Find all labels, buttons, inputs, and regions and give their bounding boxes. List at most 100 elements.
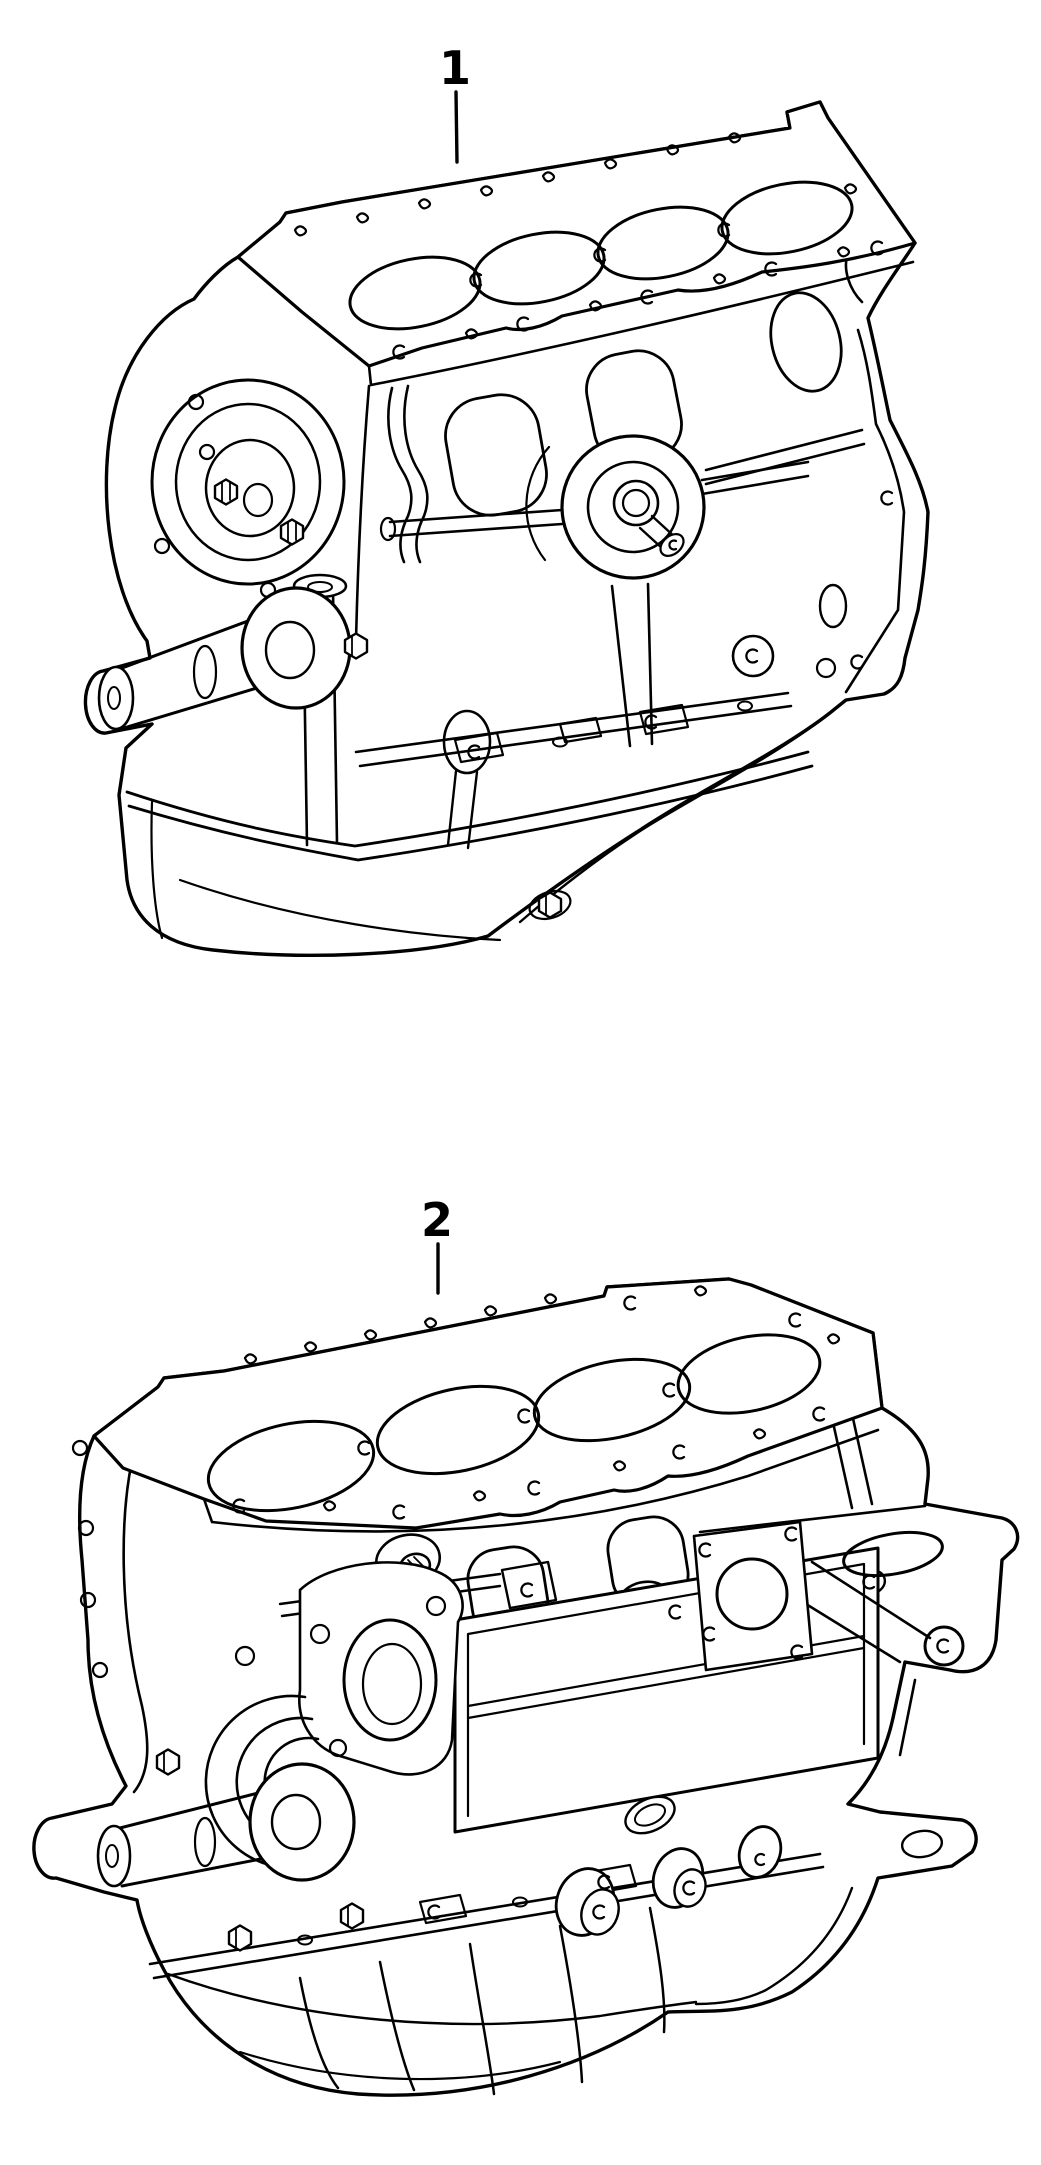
left-face-bolt-holes bbox=[71, 1439, 158, 1679]
engine-2-oil-pan bbox=[166, 1886, 854, 2096]
callout-1-group: 1 bbox=[439, 41, 471, 164]
cylinder-bore bbox=[348, 255, 482, 331]
bracket-sub-plate bbox=[692, 1520, 814, 1672]
hex-bolt-facets bbox=[163, 1752, 349, 1948]
seal-flange-bore bbox=[242, 482, 274, 518]
leader-line-1 bbox=[454, 90, 459, 164]
crank-tip-bore bbox=[105, 1844, 119, 1868]
engine-1-cylinder-bores bbox=[348, 180, 854, 331]
pump-hub-inner bbox=[621, 488, 651, 518]
pan-lip bbox=[166, 1972, 698, 2026]
engine-2-pan-rail bbox=[148, 1795, 825, 1980]
part-callout-2[interactable]: 2 bbox=[421, 1193, 453, 1247]
dipstick-tube bbox=[446, 769, 479, 850]
upper-support-bar bbox=[388, 460, 810, 538]
bracket-plate-hole bbox=[715, 1557, 789, 1631]
rail-boss-1-end bbox=[580, 1888, 620, 1936]
pan-left-line bbox=[150, 800, 164, 940]
seal-flange-inner-ring bbox=[204, 438, 296, 538]
carrier-bolt-holes bbox=[234, 1595, 447, 1758]
hex-bolt-facets bbox=[221, 481, 547, 915]
cylinder-bore bbox=[532, 1357, 692, 1443]
crank-tip-face bbox=[96, 1824, 132, 1888]
engine-2-deck bbox=[92, 1277, 884, 1530]
mount-arm-curved bbox=[387, 384, 429, 564]
web-window-right-oval bbox=[769, 291, 843, 393]
pump-surround-arc bbox=[525, 445, 551, 562]
rail-boss-2-end bbox=[673, 1868, 707, 1908]
crank-step-washer bbox=[192, 644, 218, 700]
oval-mouth-inner bbox=[634, 1803, 666, 1827]
cylinder-bore bbox=[472, 230, 606, 306]
pan-inner-swoosh bbox=[694, 1886, 854, 2006]
engine-1-mount-bracket bbox=[704, 250, 906, 694]
bracket-foot-hole bbox=[815, 657, 837, 679]
bar-end-cap bbox=[379, 516, 397, 542]
cylinder-bore bbox=[596, 205, 730, 281]
bracket-round-hole bbox=[923, 1625, 965, 1667]
bracket-arm-lines bbox=[704, 250, 906, 694]
bracket-foot-slot bbox=[900, 1829, 944, 1859]
rail-seams bbox=[148, 1852, 825, 1980]
support-column-opening bbox=[307, 581, 333, 593]
engine-2-cylinder-bores bbox=[206, 1333, 822, 1513]
engine-1-front-face bbox=[354, 291, 843, 850]
pan-shading bbox=[238, 2050, 562, 2081]
bracket-plate-edges bbox=[698, 1412, 964, 1822]
crank-shaft-lines bbox=[118, 1786, 280, 1888]
engine-1-c-holes bbox=[467, 490, 894, 760]
dipstick-funnel bbox=[442, 709, 492, 775]
bracket-boss-oval bbox=[818, 583, 848, 629]
water-pump-ring bbox=[586, 460, 680, 554]
rail-slot-holes bbox=[297, 1896, 528, 1946]
rail-tabs bbox=[453, 703, 690, 764]
pan-inner-swoosh bbox=[518, 720, 820, 924]
crank-hub bbox=[248, 1762, 356, 1882]
engine-assembly-1 bbox=[83, 100, 930, 957]
front-left-edge bbox=[354, 384, 371, 642]
pan-ribs bbox=[298, 1906, 666, 2096]
seal-opening-inner bbox=[361, 1642, 423, 1726]
bracket-oval-hole bbox=[842, 1530, 944, 1578]
crank-hub-inner bbox=[270, 1793, 322, 1851]
crank-tip-face bbox=[97, 665, 135, 731]
engine-2-seal-carrier bbox=[204, 1561, 464, 1870]
engine-1-gasket-holes bbox=[293, 132, 884, 360]
pan-flange-lip bbox=[125, 750, 814, 862]
pan-shading-line bbox=[178, 878, 502, 942]
cylinder-bore bbox=[206, 1419, 376, 1513]
cylinder-bore bbox=[720, 180, 854, 256]
pump-hub-outer bbox=[612, 479, 660, 527]
engine-2-left-face bbox=[71, 1439, 158, 1794]
callout-2-group: 2 bbox=[421, 1193, 453, 1295]
crank-step-washer bbox=[193, 1816, 217, 1868]
engine-1-deck-slab-edge bbox=[367, 260, 915, 387]
left-face-wavy-edge bbox=[122, 1450, 149, 1794]
part-callout-1[interactable]: 1 bbox=[439, 41, 471, 95]
drain-plug-washer bbox=[528, 889, 572, 921]
crank-tip-bore bbox=[107, 686, 121, 710]
engine-assembly-2 bbox=[32, 1277, 1020, 2097]
hex-bolt-heads bbox=[155, 1748, 365, 1952]
crank-hub-inner bbox=[264, 620, 316, 680]
cylinder-bore bbox=[375, 1384, 541, 1476]
seal-flange-outer-ring bbox=[150, 378, 346, 586]
engine-1-crankshaft-stub bbox=[97, 586, 352, 731]
cylinder-bore bbox=[676, 1333, 822, 1415]
hex-bolt-heads bbox=[213, 478, 563, 919]
engine-2-crankshaft-stub bbox=[96, 1762, 356, 1888]
flange-bolt-holes bbox=[153, 393, 277, 599]
seal-flange-mid-ring bbox=[174, 402, 322, 562]
rail-boss-3 bbox=[737, 1825, 783, 1879]
lower-strut bbox=[610, 582, 654, 748]
crank-hub bbox=[240, 586, 352, 710]
pump-stub-end bbox=[659, 533, 685, 557]
engine-2-mount-bracket bbox=[692, 1362, 965, 1859]
engine-1-bolts bbox=[213, 478, 563, 919]
water-pump-boss bbox=[560, 434, 706, 580]
engine-2-c-holes bbox=[427, 1526, 950, 1920]
engine-2-bolts bbox=[155, 1748, 365, 1952]
engine-1-oil-pan bbox=[125, 720, 820, 942]
